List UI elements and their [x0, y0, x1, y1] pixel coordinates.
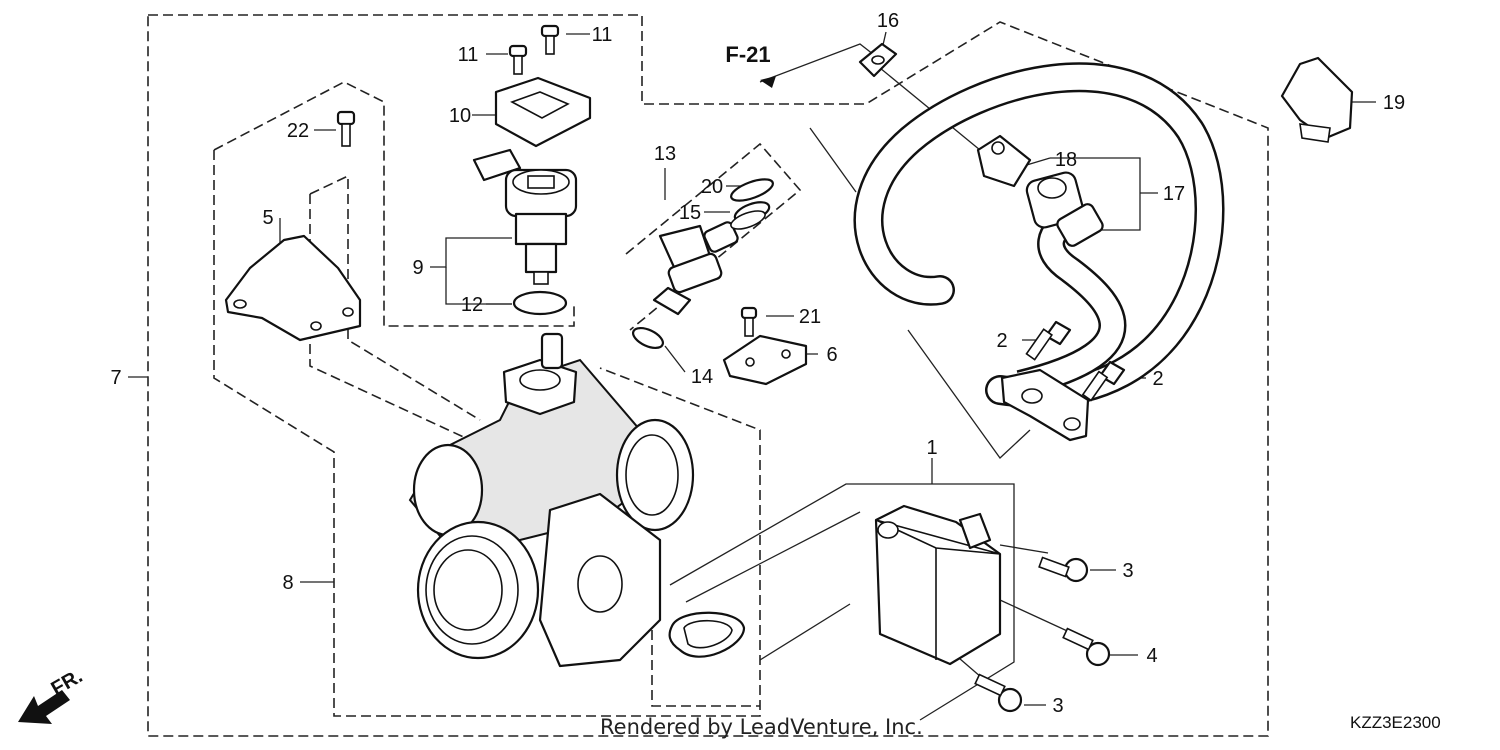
- o-ring-14: [632, 326, 664, 350]
- watermark: Rendered by LeadVenture, Inc.: [600, 715, 923, 739]
- callout-21: 21: [799, 306, 821, 328]
- callout-9: 9: [412, 257, 423, 279]
- throttle-body-8: [408, 332, 695, 668]
- callout-4: 4: [1146, 645, 1157, 667]
- callout-16: 16: [877, 10, 899, 32]
- callout-22: 22: [287, 120, 309, 142]
- callout-1: 1: [926, 437, 937, 459]
- screw-3-lower: [974, 673, 1023, 713]
- callout-labels: 1 2 2 3 3 4 5 6 7 8 9 10 11 11 12 13 14 …: [110, 10, 1405, 717]
- reference-arrow: [760, 76, 776, 88]
- callout-14: 14: [691, 366, 713, 388]
- o-ring-12: [512, 290, 568, 316]
- hose-17: [853, 62, 1225, 408]
- callout-8: 8: [282, 572, 293, 594]
- direction-arrow-icon: [18, 690, 70, 724]
- clip-16: [858, 42, 898, 78]
- direction-label: FR.: [48, 665, 87, 700]
- hose-connector-17: [1025, 171, 1104, 247]
- seal-20: [730, 178, 774, 202]
- callout-11-lower: 11: [458, 44, 479, 66]
- seal-15: [730, 201, 771, 230]
- callout-7: 7: [110, 367, 121, 389]
- callout-3-upper: 3: [1122, 560, 1133, 582]
- callout-19: 19: [1383, 92, 1405, 114]
- screw-3-upper: [1038, 556, 1089, 583]
- callout-2-upper: 2: [996, 330, 1007, 352]
- callout-13: 13: [654, 143, 676, 165]
- gasket: [668, 611, 746, 658]
- screw-11-upper: [540, 24, 560, 55]
- callout-18: 18: [1055, 149, 1077, 171]
- callout-2-lower: 2: [1152, 368, 1163, 390]
- callout-6: 6: [826, 344, 837, 366]
- diagram-code: KZZ3E2300: [1350, 713, 1441, 732]
- hose-bracket: [1000, 368, 1090, 442]
- assembly-outlines: [147, 14, 1269, 737]
- callout-10: 10: [449, 105, 471, 127]
- bolt-2-upper: [1025, 320, 1072, 361]
- callout-5: 5: [262, 207, 273, 229]
- sensor-9: [472, 148, 578, 285]
- joint-plate-6: [722, 334, 808, 386]
- screw-4: [1062, 627, 1111, 667]
- callout-15: 15: [679, 202, 701, 224]
- callout-20: 20: [701, 176, 723, 198]
- screw-21: [740, 306, 758, 337]
- bracket-5: [224, 234, 362, 342]
- reference-label: F-21: [725, 42, 770, 67]
- callout-12: 12: [461, 294, 483, 316]
- sensor-unit-1: [874, 504, 1002, 666]
- hose-clamp-18: [976, 134, 1032, 188]
- callout-3-lower: 3: [1052, 695, 1063, 717]
- bolt-2-lower: [1081, 360, 1126, 402]
- screw-22: [336, 110, 356, 147]
- callout-17: 17: [1163, 183, 1185, 205]
- cover-plate-10: [494, 76, 592, 148]
- callout-11-upper: 11: [592, 24, 613, 46]
- screw-11-lower: [508, 44, 528, 75]
- injector-13: [652, 221, 739, 316]
- clip-19: [1280, 56, 1354, 143]
